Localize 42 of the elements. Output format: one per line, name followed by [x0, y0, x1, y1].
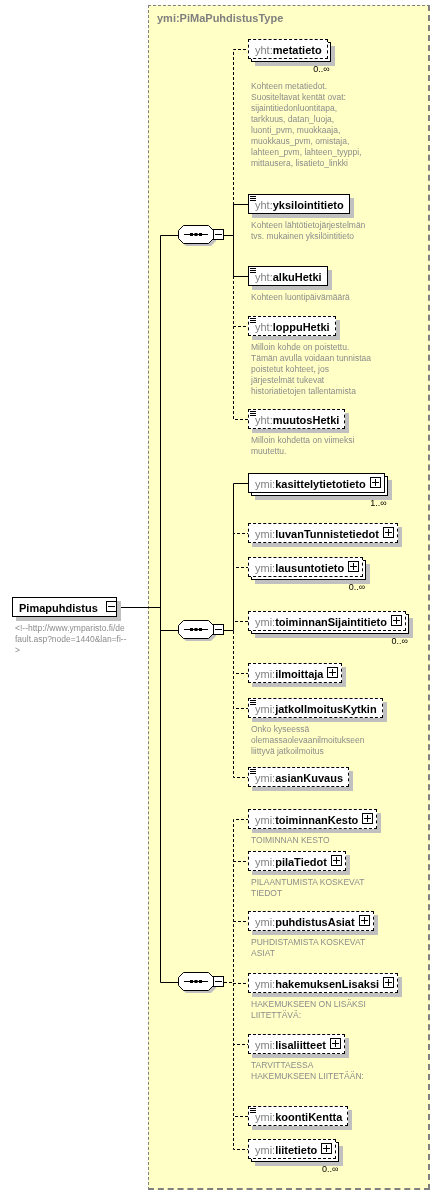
element-name: ymi:jatkoIlmoitusKytkin — [255, 703, 377, 715]
element-name: ymi:kasittelytietotieto — [255, 478, 366, 490]
comment-text: <!--http://www.ymparisto.fi/default.asp?node=1440&lan=fi--> — [15, 623, 127, 656]
multiplicity-label: 0..∞ — [391, 636, 408, 646]
annotation-text: Kohteen metatiedot. Suositeltavat kentät ovat: sijaintitiedonluontitapa, tarkkuus, datan_luoja, luonti_pvm, muokkaaja, muokkaus_pvm, omistaja, lahteen_pvm, lahteen_tyyppi, mittausera, lisatieto_linkki — [251, 81, 363, 169]
element-name: yht:muutosHetki — [255, 414, 340, 426]
type-name: ymi:PiMaPuhdistusType — [157, 12, 284, 24]
annotation-text: Kohteen luontipäivämäärä — [251, 292, 351, 303]
multiplicity-label: 0..∞ — [321, 1164, 339, 1174]
type-container — [148, 5, 430, 1190]
connector-line — [223, 235, 249, 420]
element-name: ymi:lausuntotieto — [255, 562, 345, 574]
element-name: ymi:lisaliitteet — [255, 1039, 326, 1051]
annotation-text: Onko kyseessä olemassaolevaanilmoitukseen liittyvä jatkoilmoitus — [251, 724, 366, 757]
element-name: yht:loppuHetki — [255, 321, 330, 333]
element-name: ymi:pilaTiedot — [255, 856, 327, 868]
annotation-text: Kohteen lähtötietojärjestelmän tvs. mukainen yksilöintitieto — [251, 220, 367, 242]
element-name: ymi:hakemuksenLisaksi — [255, 978, 380, 990]
annotation-text: HAKEMUKSEEN ON LISÄKSI LIITETTÄVÄ: — [251, 999, 367, 1021]
element-name: ymi:luvanTunnistetiedot — [255, 528, 379, 540]
annotation-text: TARVITTAESSA HAKEMUKSEEN LIITETÄÄN: — [251, 1060, 365, 1082]
annotation-text: Milloin kohde on poistettu. Tämän avulla voidaan tunnistaa poistetut kohteet, jos järjestelmät tukevat historiatietojen tallentamista — [251, 342, 373, 397]
element-name: ymi:toiminnanSijaintitieto — [255, 616, 387, 628]
element-name: ymi:asianKuvaus — [255, 772, 344, 784]
multiplicity-label: 0..∞ — [313, 64, 330, 74]
annotation-text: PUHDISTAMISTA KOSKEVAT ASIAT — [251, 937, 366, 959]
element-name: Pimapuhdistus — [19, 602, 98, 614]
element-name: yht:alkuHetki — [255, 271, 322, 283]
annotation-text: PILAANTUMISTA KOSKEVAT TIEDOT — [251, 877, 366, 899]
connector-line — [223, 982, 249, 1150]
multiplicity-label: 1..∞ — [370, 498, 387, 508]
element-name: yht:metatieto — [255, 44, 322, 56]
element-name: ymi:puhdistusAsiat — [255, 916, 355, 928]
element-name: ymi:liitetieto — [255, 1144, 318, 1156]
connector-line — [223, 630, 249, 778]
element-name: yht:yksilointitieto — [255, 199, 344, 211]
element-name: ymi:koontiKentta — [255, 1111, 343, 1123]
element-name: ymi:ilmoittaja — [255, 668, 324, 680]
annotation-text: TOIMINNAN KESTO — [251, 835, 331, 846]
element-name: ymi:toiminnanKesto — [255, 814, 359, 826]
multiplicity-label: 0..∞ — [348, 582, 366, 592]
annotation-text: Milloin kohdetta on viimeksi muutettu. — [251, 435, 356, 457]
